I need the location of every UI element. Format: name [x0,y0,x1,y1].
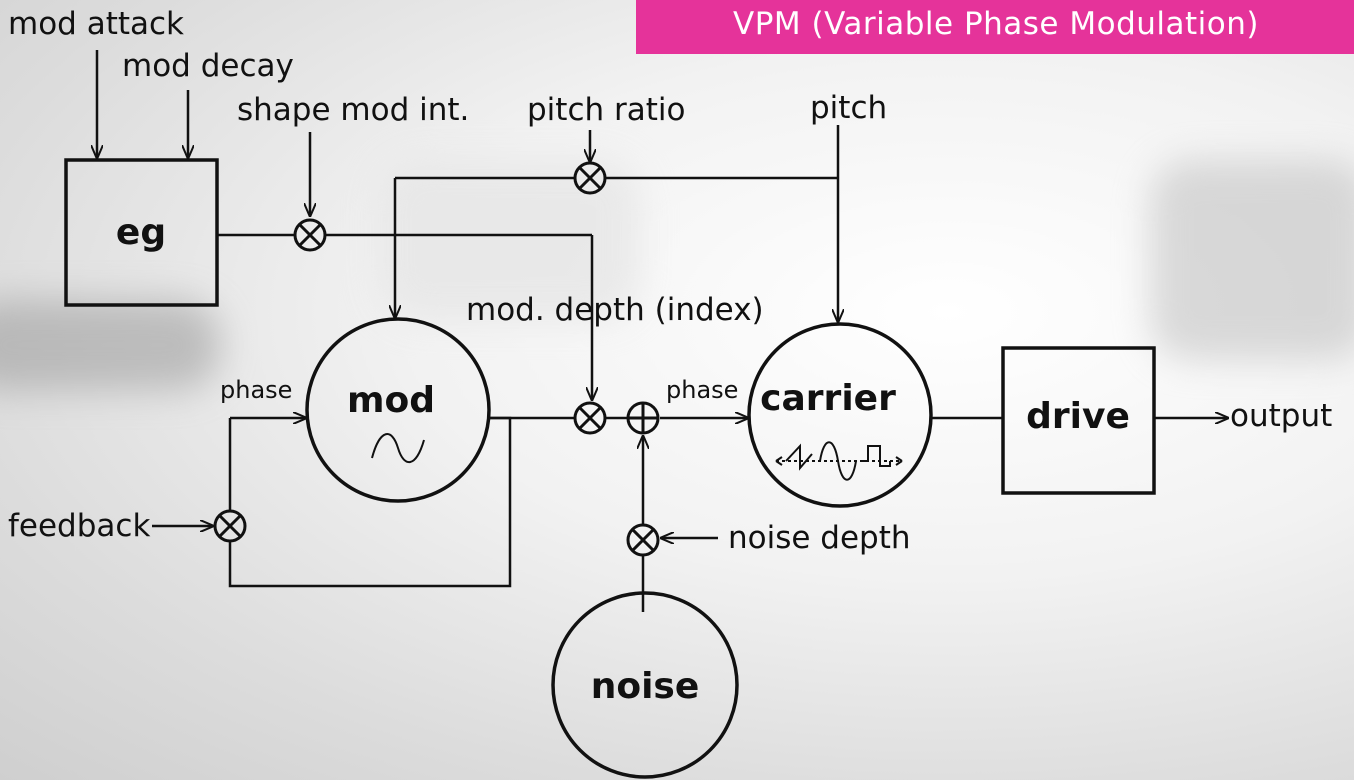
mod-decay-label: mod decay [122,48,294,84]
carrier-oscillator [747,322,933,508]
pitch-ratio-multiplier [573,161,607,195]
carrier-node-label: carrier [760,378,896,419]
mod-oscillator [305,317,491,503]
eg-node-label: eg [116,212,166,253]
noise-depth-multiplier [626,523,660,557]
mod-attack-label: mod attack [8,6,184,42]
title-banner: VPM (Variable Phase Modulation) [636,0,1354,54]
output-label: output [1230,398,1332,434]
background-blur-shape [0,300,220,390]
pitch-ratio-label: pitch ratio [527,92,685,128]
drive-block [1001,346,1156,495]
phase-sum-adder [626,401,660,435]
drive-node-label: drive [1026,396,1130,437]
mod-node-label: mod [347,380,435,421]
mod-depth-label: mod. depth (index) [466,292,764,328]
shape-mod-int-label: shape mod int. [237,92,469,128]
mod-depth-multiplier [573,401,607,435]
eg-block [64,158,219,307]
background-blur-shape [1150,160,1354,360]
feedback-loop-line [228,416,512,588]
noise-depth-label: noise depth [728,520,911,556]
noise-source [551,591,739,779]
pitch-label: pitch [810,90,887,126]
mod-phase-label: phase [220,376,292,404]
feedback-multiplier [213,509,247,543]
carrier-phase-label: phase [666,376,738,404]
noise-node-label: noise [591,666,700,707]
carrier-waveforms-icon [775,441,903,481]
shape-mod-multiplier [293,218,327,252]
feedback-label: feedback [8,508,150,544]
sine-wave-icon [371,433,425,463]
